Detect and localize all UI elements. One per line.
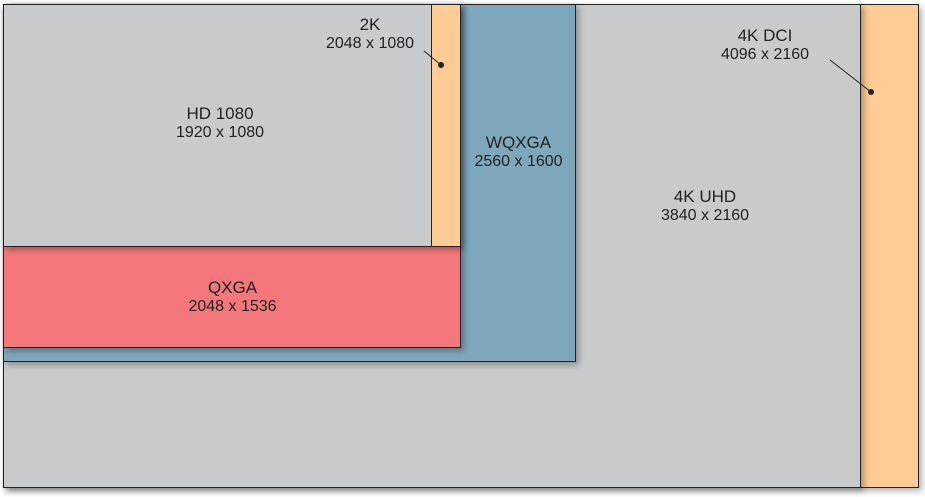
box-hd-1080 [3, 4, 432, 247]
leader-line-2k [423, 50, 442, 66]
leader-line-4k-dci [829, 59, 872, 93]
leader-dot-2k [438, 62, 444, 68]
leader-dot-4k-dci [868, 89, 874, 95]
